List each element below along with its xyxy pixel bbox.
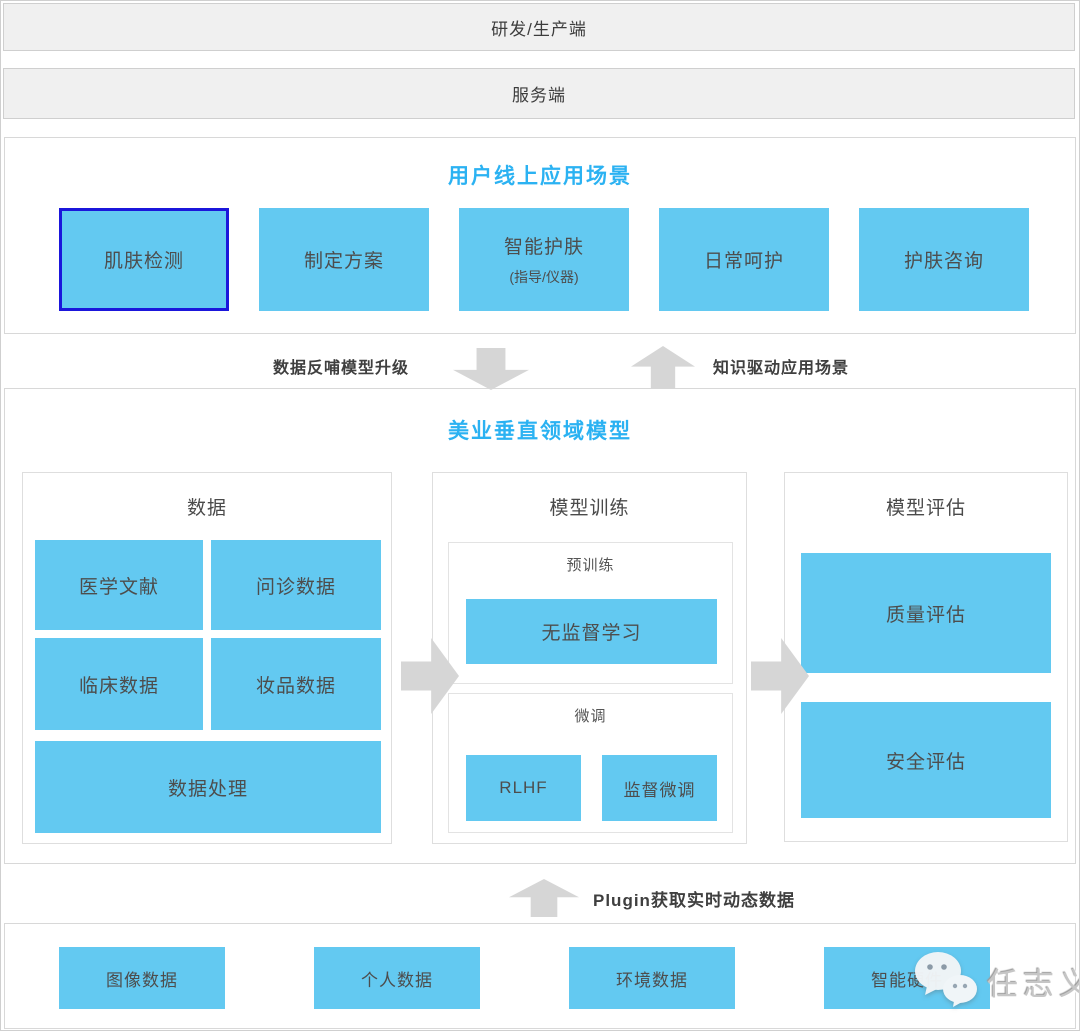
scenario-box-skin-detection: 肌肤检测	[59, 208, 229, 311]
pretrain-group: 预训练 无监督学习	[448, 542, 733, 684]
training-box-label: 无监督学习	[541, 623, 642, 644]
data-box-label: 妆品数据	[255, 675, 336, 697]
bar-service: 服务端	[3, 68, 1075, 119]
pretrain-group-title: 预训练	[566, 557, 615, 574]
scenario-box-label: 日常呵护	[703, 251, 784, 272]
up-arrow-icon	[631, 346, 695, 389]
scenario-section-title: 用户线上应用场景	[448, 165, 632, 188]
training-box-unsupervised: 无监督学习	[466, 599, 717, 664]
data-box-consultation-data: 问诊数据	[211, 540, 381, 630]
source-box-label: 环境数据	[616, 970, 688, 990]
eval-column-title: 模型评估	[885, 498, 966, 519]
training-column-title: 模型训练	[549, 498, 630, 519]
scenario-box-smart-skincare: 智能护肤 (指导/仪器)	[459, 208, 629, 311]
scenario-box-plan: 制定方案	[259, 208, 429, 311]
training-box-label: 监督微调	[623, 780, 696, 800]
wechat-icon	[913, 951, 981, 1012]
eval-box-label: 安全评估	[885, 751, 966, 773]
training-box-label: RLHF	[499, 778, 548, 797]
data-box-label: 临床数据	[78, 675, 159, 697]
training-box-supervised-finetune: 监督微调	[602, 755, 717, 821]
source-box-label: 个人数据	[361, 970, 433, 990]
data-box-label: 数据处理	[167, 778, 248, 800]
finetune-group-title: 微调	[574, 708, 607, 725]
data-box-label: 医学文献	[78, 576, 159, 598]
data-box-medical-literature: 医学文献	[35, 540, 203, 630]
eval-box-label: 质量评估	[885, 604, 966, 626]
scenario-box-consult: 护肤咨询	[859, 208, 1029, 311]
eval-column: 模型评估 质量评估 安全评估	[784, 472, 1068, 842]
source-box-label: 图像数据	[106, 970, 178, 990]
flow-up-label: 知识驱动应用场景	[713, 360, 850, 377]
scenario-box-label: 制定方案	[303, 251, 384, 272]
bar-rd-production: 研发/生产端	[3, 3, 1075, 51]
data-box-cosmetics-data: 妆品数据	[211, 638, 381, 730]
scenario-box-daily-care: 日常呵护	[659, 208, 829, 311]
watermark-name: 任志义	[987, 967, 1079, 1002]
source-box-environment-data: 环境数据	[569, 947, 735, 1009]
flow-down-label: 数据反哺模型升级	[273, 360, 410, 377]
data-box-clinical-data: 临床数据	[35, 638, 203, 730]
training-box-rlhf: RLHF	[466, 755, 581, 821]
scenario-box-label: 肌肤检测	[103, 251, 184, 272]
bar-rd-production-label: 研发/生产端	[491, 19, 587, 39]
source-box-personal-data: 个人数据	[314, 947, 480, 1009]
data-box-data-processing: 数据处理	[35, 741, 381, 833]
scenario-box-label: 智能护肤	[503, 237, 584, 258]
eval-box-quality: 质量评估	[801, 553, 1051, 673]
plugin-up-arrow-icon	[509, 879, 579, 917]
sources-section: 图像数据 个人数据 环境数据 智能硬件	[4, 923, 1076, 1029]
down-arrow-icon	[453, 348, 529, 390]
data-column: 数据 医学文献 问诊数据 临床数据 妆品数据 数据处理	[22, 472, 392, 844]
plugin-label: Plugin获取实时动态数据	[593, 891, 795, 910]
scenario-box-sublabel: (指导/仪器)	[509, 269, 579, 285]
finetune-group: 微调 RLHF 监督微调	[448, 693, 733, 833]
data-box-label: 问诊数据	[255, 576, 336, 598]
source-box-image-data: 图像数据	[59, 947, 225, 1009]
model-section-title: 美业垂直领域模型	[448, 420, 632, 443]
training-column: 模型训练 预训练 无监督学习 微调 RLHF 监督微调	[432, 472, 747, 844]
watermark: 任志义	[913, 951, 1079, 1012]
model-section: 美业垂直领域模型 数据 医学文献 问诊数据 临床数据 妆品数据 数据处理 模型训	[4, 388, 1076, 864]
data-column-title: 数据	[186, 498, 227, 519]
bar-service-label: 服务端	[512, 86, 566, 105]
eval-box-safety: 安全评估	[801, 702, 1051, 818]
scenario-box-label: 护肤咨询	[903, 251, 984, 272]
scenario-section: 用户线上应用场景 肌肤检测 制定方案 智能护肤 (指导/仪器) 日常呵护 护肤咨…	[4, 137, 1076, 334]
